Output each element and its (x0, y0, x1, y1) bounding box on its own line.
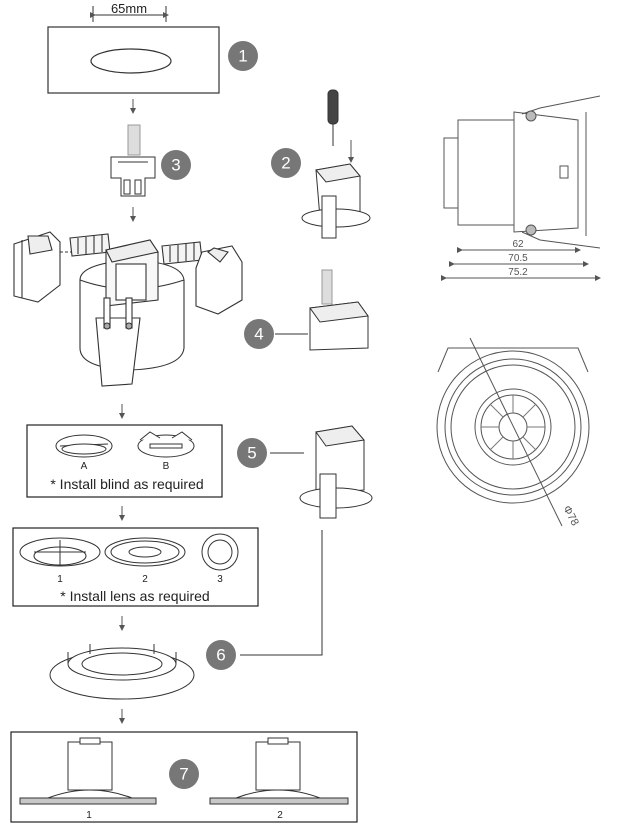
install-option-2 (209, 737, 349, 805)
svg-text:2: 2 (281, 154, 290, 173)
wire-connector (110, 124, 156, 197)
trim-ring (49, 644, 195, 700)
dimension-62: 62 (512, 239, 524, 250)
lens-label-1: 1 (57, 574, 63, 585)
svg-text:3: 3 (171, 156, 180, 175)
step-badge-7: 7 (169, 759, 199, 789)
step-badge-6: 6 (206, 640, 236, 670)
step-badge-1: 1 (228, 41, 258, 71)
screwdriver-step (301, 89, 371, 239)
dimension-75-2: 75.2 (508, 267, 528, 278)
svg-text:7: 7 (179, 765, 188, 784)
lens-option-3 (201, 533, 239, 571)
lens-note: * Install lens as required (60, 588, 209, 604)
blind-label-a: A (81, 461, 88, 472)
blind-option-a (55, 434, 113, 458)
install-label-2: 2 (277, 810, 283, 821)
install-option-1 (19, 737, 157, 805)
cutout-panel: 65mm (47, 1, 220, 94)
sensor-assembled-step5 (299, 425, 373, 519)
lens-option-1 (19, 537, 101, 567)
lens-option-2 (104, 537, 186, 567)
side-view-drawing (441, 95, 601, 281)
wiring-step (309, 269, 369, 351)
blind-option-b (137, 431, 195, 458)
flow-arrow (119, 99, 136, 724)
step-badge-5: 5 (237, 438, 267, 468)
step-badge-2: 2 (271, 148, 301, 178)
blind-note: * Install blind as required (50, 476, 203, 492)
step-badge-4: 4 (244, 319, 274, 349)
blind-options-box (26, 424, 223, 498)
svg-text:6: 6 (216, 646, 225, 665)
diameter-label: Φ78 (560, 504, 580, 528)
lens-label-3: 3 (217, 574, 223, 585)
svg-text:4: 4 (254, 325, 263, 344)
cutout-dimension-label: 65mm (111, 1, 147, 16)
install-label-1: 1 (86, 810, 92, 821)
svg-text:5: 5 (247, 444, 256, 463)
exploded-sensor-assembly (13, 231, 243, 387)
svg-text:1: 1 (238, 47, 247, 66)
front-view-drawing (436, 337, 590, 527)
step-badge-3: 3 (161, 150, 191, 180)
lens-label-2: 2 (142, 574, 148, 585)
dimension-70-5: 70.5 (508, 253, 528, 264)
blind-label-b: B (163, 461, 170, 472)
